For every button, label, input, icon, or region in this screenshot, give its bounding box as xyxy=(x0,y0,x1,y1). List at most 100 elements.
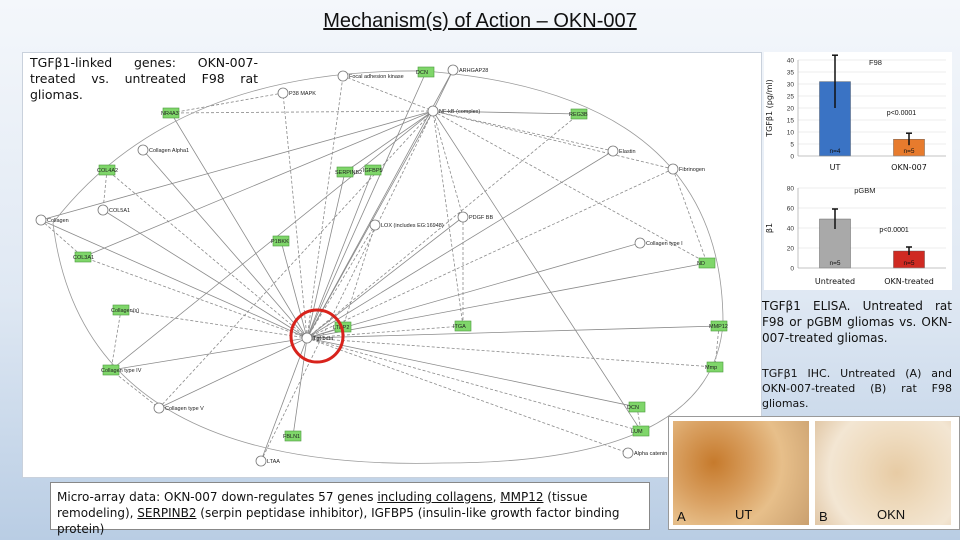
network-node-p38[interactable]: P38 MAPK xyxy=(277,87,316,99)
network-node-nr4a3[interactable]: NR4A3 xyxy=(161,107,180,119)
network-edge xyxy=(110,369,160,409)
network-edge xyxy=(306,113,580,339)
network-edge xyxy=(306,168,674,339)
network-node-alpha_catenin[interactable]: Alpha catenin xyxy=(622,447,667,459)
network-node-collagen_type_v[interactable]: Collagen type V xyxy=(153,402,204,414)
network-edge xyxy=(306,224,376,339)
network-node-collagen_s[interactable]: Collagen(s) xyxy=(111,304,139,316)
network-node-col3a1[interactable]: COL3A1 xyxy=(73,251,94,263)
network-node-collagen_type_iv[interactable]: Collagen type IV xyxy=(101,364,142,376)
y-tick-label: 25 xyxy=(787,94,795,101)
network-node-label: Tgf beta xyxy=(313,336,334,342)
network-edge xyxy=(40,109,434,221)
y-tick-label: 0 xyxy=(790,266,794,273)
network-node-focal[interactable]: Focal adhesion kinase xyxy=(337,70,404,82)
network-node-collagen[interactable]: Collagen xyxy=(35,214,69,226)
y-tick-label: 40 xyxy=(787,226,795,233)
network-edge xyxy=(306,261,708,339)
network-edge xyxy=(291,337,308,437)
y-tick-label: 10 xyxy=(787,130,795,137)
network-edge xyxy=(306,337,642,433)
network-edge xyxy=(306,337,629,454)
tgf-beta-highlight-circle xyxy=(289,308,345,364)
y-tick-label: 60 xyxy=(787,206,795,213)
network-edge xyxy=(306,323,464,339)
network-node-label: P38 MAPK xyxy=(289,91,316,97)
network-edge xyxy=(306,71,427,339)
network-node-lum[interactable]: LUM xyxy=(631,425,650,437)
network-node-fbln1[interactable]: FBLN1 xyxy=(283,430,302,442)
ihc-tag-ut: UT xyxy=(735,507,753,522)
network-node-lox[interactable]: LOX (includes EG:16948) xyxy=(369,219,444,231)
network-node-label: Collagen type V xyxy=(165,406,204,412)
ihc-label-a: A xyxy=(677,509,686,524)
network-edge xyxy=(341,224,376,328)
network-node-dcn[interactable]: DCN xyxy=(627,401,646,413)
network-node-reg3b[interactable]: REG3B xyxy=(569,108,588,120)
network-node-label: Alpha catenin xyxy=(634,451,667,457)
network-node-arhgap28[interactable]: ARHGAP28 xyxy=(447,64,488,76)
network-edge xyxy=(101,169,108,211)
network-node-pdgfbb[interactable]: PDGF BB xyxy=(457,211,493,223)
network-node-collagen_alpha1[interactable]: Collagen Alpha1 xyxy=(137,144,189,156)
network-node-label: NF-kB (complex) xyxy=(439,109,480,115)
network-caption: TGFβ1-linked genes: OKN-007-treated vs. … xyxy=(30,55,258,102)
network-edge xyxy=(431,110,464,327)
network-node-collagen_type1[interactable]: Collagen type I xyxy=(634,237,683,249)
network-edge xyxy=(344,110,434,173)
network-node-serpinb2[interactable]: SERPINB2 xyxy=(335,166,362,178)
network-node-mmp[interactable]: Mmp xyxy=(705,361,724,373)
network-edge xyxy=(110,337,308,372)
network-node-label: SERPINB2 xyxy=(335,170,362,176)
network-node-tgfbeta[interactable]: Tgf beta xyxy=(301,332,334,344)
category-label: UT xyxy=(830,163,841,172)
network-node-label: ITGA xyxy=(453,324,466,330)
category-label: OKN-treated xyxy=(884,277,934,286)
network-node-ltaa[interactable]: LTAA xyxy=(255,455,280,467)
network-node-col5a1[interactable]: COL5A1 xyxy=(97,204,130,216)
network-edge xyxy=(672,168,708,264)
network-node-label: LTAA xyxy=(267,459,280,465)
network-node-mmp12[interactable]: MMP12 xyxy=(709,320,728,332)
network-node-label: REG3B xyxy=(569,112,588,118)
network-node-col4a2[interactable]: COL4A2 xyxy=(97,164,118,176)
network-node-fibrinogen[interactable]: Fibrinogen xyxy=(667,163,705,175)
ihc-image-untreated: A UT xyxy=(673,421,809,525)
chart-title: pGBM xyxy=(854,186,875,195)
network-node-label: COL4A2 xyxy=(97,168,118,174)
network-edge xyxy=(306,337,638,409)
network-node-nd[interactable]: ND xyxy=(697,257,716,269)
microarray-link-serpinb2: SERPINB2 xyxy=(137,506,197,520)
elisa-caption: TGFβ1 ELISA. Untreated rat F98 or pGBM g… xyxy=(762,299,952,345)
network-arc xyxy=(52,222,444,464)
network-node-p1bkk[interactable]: P1BKK xyxy=(271,235,290,247)
microarray-note: Micro-array data: OKN-007 down-regulates… xyxy=(50,482,650,536)
chart-title: F98 xyxy=(869,58,882,67)
network-edge xyxy=(158,337,308,409)
n-annotation: n=4 xyxy=(829,148,840,155)
network-edge xyxy=(170,108,434,114)
y-tick-label: 30 xyxy=(787,82,795,89)
y-tick-label: 15 xyxy=(787,118,795,125)
network-edge xyxy=(260,337,308,462)
network-node-elastin_top[interactable]: Elastin xyxy=(607,145,636,157)
network-node-label: ND xyxy=(697,261,705,267)
network-node-igfbp5[interactable]: IGFBP5 xyxy=(363,164,383,176)
network-edge xyxy=(120,308,308,339)
network-node-dcn_top[interactable]: DCN xyxy=(416,66,435,78)
network-edge xyxy=(40,219,308,339)
y-tick-label: 20 xyxy=(787,106,795,113)
network-node-itga[interactable]: ITGA xyxy=(453,320,472,332)
ihc-tag-okn: OKN xyxy=(877,507,906,522)
network-edge xyxy=(102,209,308,339)
network-edge xyxy=(432,108,580,115)
network-node-nfkb[interactable]: NF-kB (complex) xyxy=(427,105,480,117)
category-label: Untreated xyxy=(815,277,855,286)
ihc-label-b: B xyxy=(819,509,828,524)
network-edge xyxy=(260,110,434,462)
y-tick-label: 80 xyxy=(787,186,795,193)
y-tick-label: 0 xyxy=(790,154,794,161)
network-node-label: Focal adhesion kinase xyxy=(349,74,404,80)
